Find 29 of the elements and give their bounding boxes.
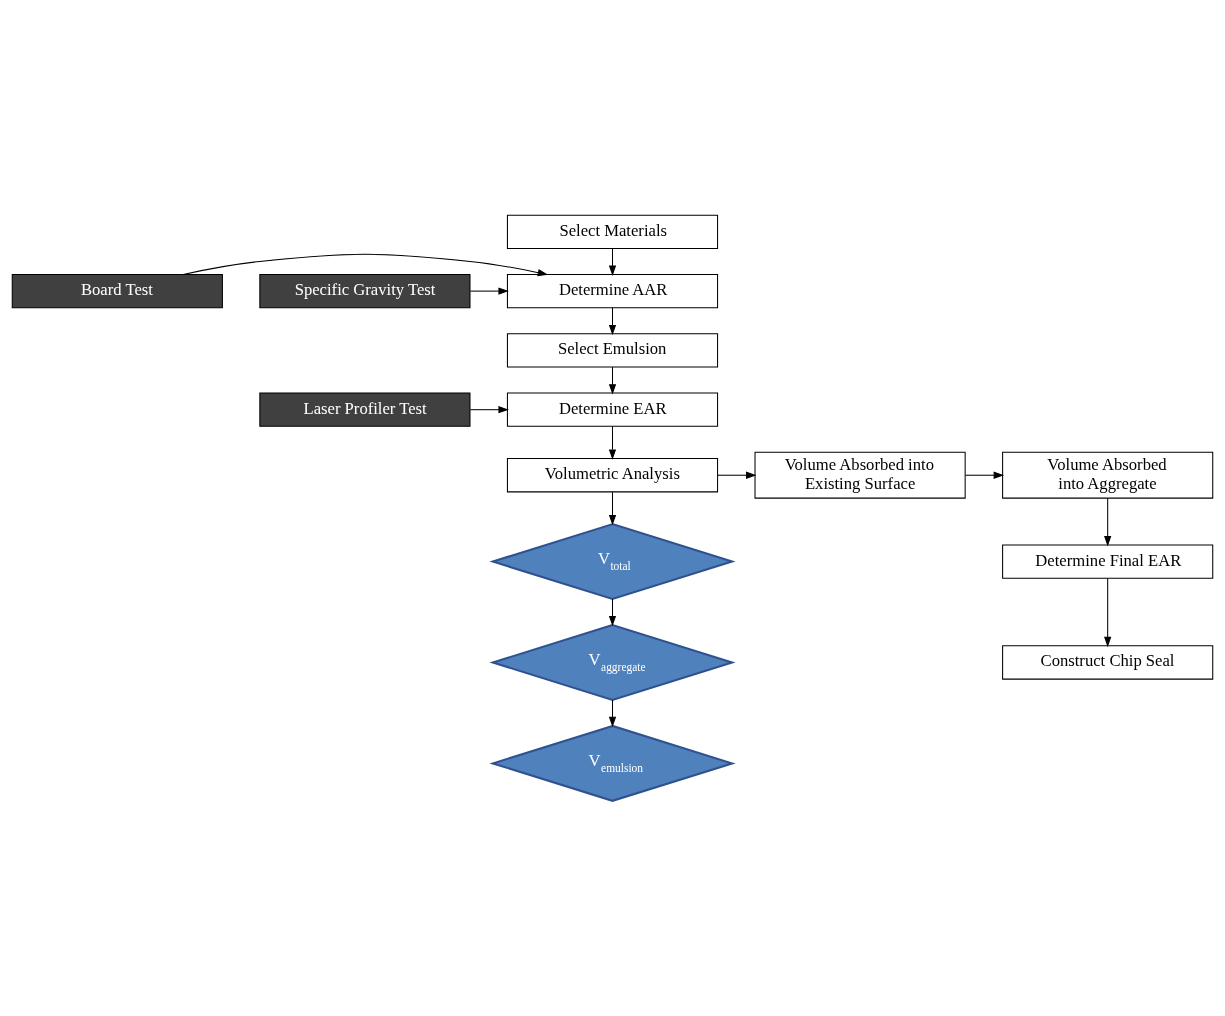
arrow bbox=[469, 287, 509, 295]
node-box: Determine Final EAR bbox=[1002, 544, 1214, 579]
arrow bbox=[469, 406, 509, 414]
node-diamond: V$_{emulsion}$ bbox=[489, 724, 736, 802]
node-box: Select Emulsion bbox=[506, 333, 719, 368]
node-box: Construct Chip Seal bbox=[1002, 645, 1214, 680]
arrow bbox=[965, 471, 1004, 479]
arrow bbox=[608, 247, 617, 277]
node-box: Laser Profiler Test bbox=[259, 392, 471, 427]
node-diamond: V$_{aggregate}$ bbox=[489, 623, 736, 701]
arrow bbox=[1104, 577, 1112, 648]
node-box: Volume Absorbed into Aggregate bbox=[1002, 451, 1214, 499]
node-box: Volumetric Analysis bbox=[506, 458, 719, 493]
arrow bbox=[717, 471, 757, 479]
node-box: Determine AAR bbox=[506, 273, 719, 309]
arrow bbox=[608, 491, 617, 526]
arrow bbox=[608, 598, 617, 627]
node-box: Select Materials bbox=[506, 214, 719, 249]
node-box: Determine EAR bbox=[506, 392, 719, 427]
arrow bbox=[608, 366, 617, 395]
node-box: Specific Gravity Test bbox=[259, 273, 471, 309]
arrow bbox=[182, 253, 549, 277]
arrow bbox=[608, 699, 617, 728]
node-diamond: V$_{total}$ bbox=[489, 523, 736, 601]
arrow bbox=[608, 425, 617, 460]
node-box: Board Test bbox=[11, 273, 223, 309]
arrow bbox=[608, 307, 617, 336]
node-box: Volume Absorbed into Existing Surface bbox=[754, 451, 966, 499]
arrow bbox=[1104, 497, 1112, 547]
